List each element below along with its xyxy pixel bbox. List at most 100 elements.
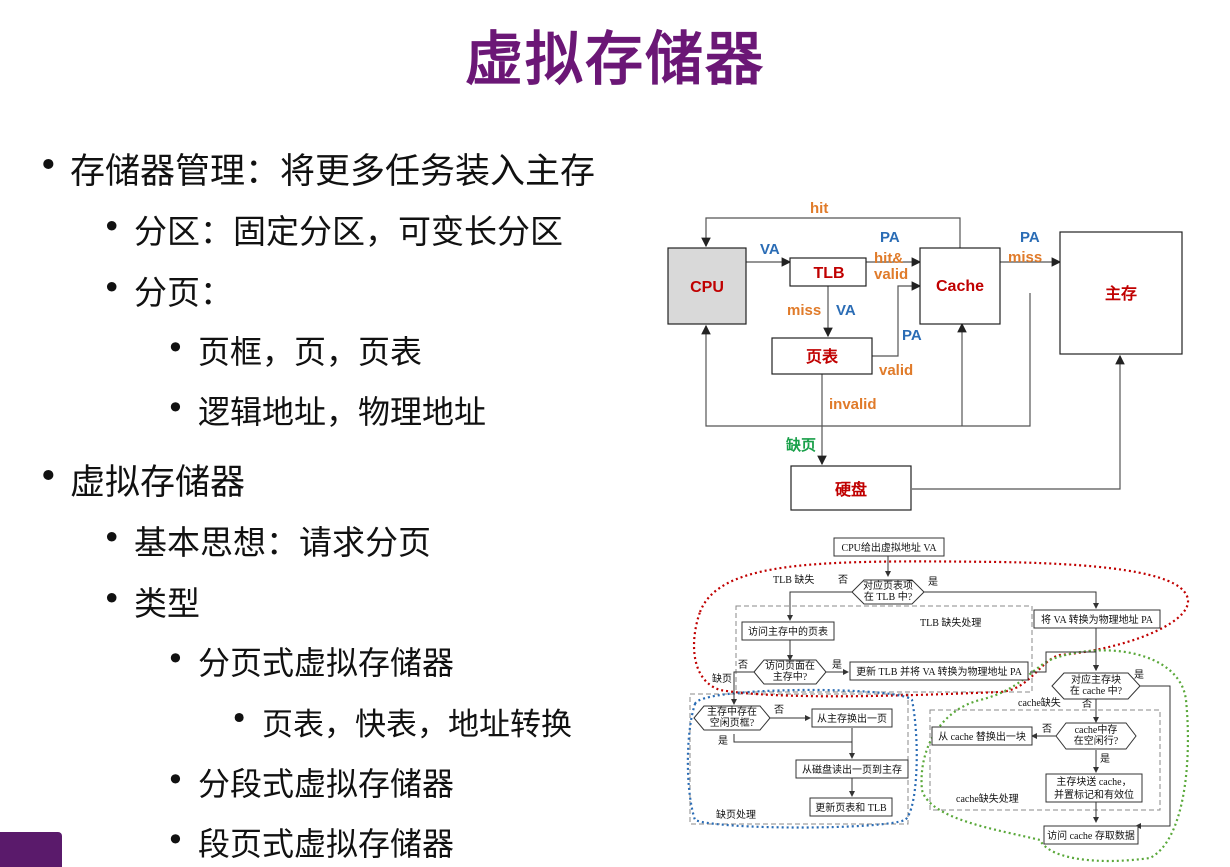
red-outline — [692, 560, 1190, 698]
bullet-dot: • — [38, 457, 59, 497]
no-label-3: 否 — [774, 704, 784, 716]
page-fault-label: 缺页 — [785, 436, 816, 454]
hit-valid-label-2: valid — [874, 266, 908, 283]
visit-pt-box — [741, 621, 835, 641]
access-box — [1043, 825, 1139, 845]
va-label-2: VA — [836, 302, 856, 319]
university-logo — [0, 832, 62, 867]
update-pt-box — [809, 797, 893, 817]
bullet-item: 分段式虚拟存储器 — [198, 765, 455, 803]
yes-label: 是 — [928, 576, 938, 588]
tlb-handle-label: TLB 缺失处理 — [920, 616, 981, 629]
swap-out-box — [811, 708, 893, 728]
cache-label: Cache — [936, 278, 984, 295]
cache-replace-text: 从 cache 替换出一块 — [938, 730, 1026, 743]
bullet-item: 逻辑地址，物理地址 — [198, 393, 487, 431]
fault-handle-group — [689, 693, 909, 825]
cache-miss-label: cache缺失 — [1018, 696, 1061, 709]
disk-label: 硬盘 — [835, 480, 867, 499]
yes-label-2: 是 — [832, 659, 842, 671]
page-table-box — [771, 337, 873, 375]
bullet-item: 类型 — [134, 584, 200, 623]
va-label: VA — [760, 241, 780, 258]
decision-page-text-2: 主存中? — [773, 670, 808, 683]
cpu-box — [667, 247, 747, 325]
cache-handle-group — [929, 709, 1161, 811]
yes-label-3: 是 — [718, 735, 728, 747]
decision-tlb — [851, 579, 925, 605]
bullet-item: 分页： — [134, 273, 233, 312]
pa-label-3: PA — [902, 327, 922, 344]
bullet-item: 基本思想：请求分页 — [134, 523, 431, 562]
main-memory-box — [1059, 231, 1183, 355]
cache-handle-label: cache缺失处理 — [956, 792, 1019, 805]
hit-label: hit — [810, 200, 828, 217]
bullet-item: 页表，快表，地址转换 — [262, 707, 572, 743]
bullet-dot: • — [102, 207, 122, 246]
cpu-label: CPU — [690, 279, 724, 296]
bullet-dot: • — [230, 701, 249, 737]
send-block-text-2: 并置标记和有效位 — [1054, 788, 1134, 801]
tlb-label: TLB — [813, 265, 844, 282]
read-disk-box — [795, 759, 909, 779]
pa-label: PA — [880, 229, 900, 246]
update-tlb-text: 更新 TLB 并将 VA 转换为物理地址 PA — [856, 665, 1023, 678]
decision-line-text: cache中存 — [1075, 723, 1118, 736]
hit-valid-label: hit& — [874, 250, 903, 267]
update-pt-text: 更新页表和 TLB — [815, 801, 887, 814]
send-block-text: 主存块送 cache， — [1056, 775, 1131, 788]
decision-tlb-text: 对应页表项 — [863, 579, 913, 592]
no-label: 否 — [838, 574, 848, 586]
yes-label-5: 是 — [1100, 753, 1110, 765]
access-text: 访问 cache 存取数据 — [1047, 829, 1135, 842]
fault-label: 缺页 — [712, 672, 732, 685]
update-tlb-box — [849, 661, 1029, 681]
valid-label: valid — [879, 362, 913, 379]
bullet-dot: • — [102, 518, 122, 557]
no-label-4: 否 — [1082, 698, 1092, 710]
miss-label-2: miss — [787, 302, 821, 319]
bullet-item: 段页式虚拟存储器 — [198, 825, 455, 863]
tlb-box — [789, 257, 867, 287]
start-text: CPU给出虚拟地址 VA — [841, 541, 937, 554]
decision-cache-text: 对应主存块 — [1071, 673, 1121, 686]
blue-outline — [686, 688, 918, 829]
bullet-item: 虚拟存储器 — [70, 463, 246, 503]
bullet-item: 分页式虚拟存储器 — [198, 644, 455, 682]
bullet-dot: • — [38, 146, 59, 186]
read-disk-text: 从磁盘读出一页到主存 — [802, 763, 902, 776]
bullet-dot: • — [102, 579, 122, 618]
swap-out-text: 从主存换出一页 — [817, 712, 887, 725]
decision-line — [1055, 722, 1137, 750]
tlb-handle-group — [735, 605, 1033, 693]
tlb-miss-label: TLB 缺失 — [773, 573, 814, 586]
bullet-dot: • — [166, 821, 185, 859]
translate-text: 将 VA 转换为物理地址 PA — [1041, 613, 1154, 626]
bullet-item: 页框，页，页表 — [198, 333, 423, 371]
bullet-dot: • — [166, 640, 185, 678]
bullet-item: 分区：固定分区，可变长分区 — [134, 212, 563, 251]
green-outline — [920, 649, 1190, 863]
visit-pt-text: 访问主存中的页表 — [748, 625, 828, 638]
bullet-dot: • — [166, 761, 185, 799]
decision-frame-text: 主存中存在 — [707, 705, 757, 718]
no-label-2: 否 — [738, 659, 748, 671]
decision-page — [753, 659, 827, 685]
start-box — [833, 537, 945, 557]
decision-tlb-text-2: 在 TLB 中? — [864, 590, 913, 603]
invalid-label: invalid — [829, 396, 877, 413]
miss-label: miss — [1008, 249, 1042, 266]
cache-replace-box — [931, 726, 1033, 746]
no-label-5: 否 — [1042, 723, 1052, 735]
decision-cache-text-2: 在 cache 中? — [1070, 684, 1123, 697]
fault-handle-label: 缺页处理 — [716, 808, 756, 821]
disk-box — [790, 465, 912, 511]
decision-frame — [693, 705, 771, 731]
page-table-label: 页表 — [806, 347, 839, 366]
main-memory-label: 主存 — [1105, 284, 1137, 303]
send-block-box — [1045, 773, 1143, 803]
slide-title: 虚拟存储器 — [464, 25, 765, 93]
decision-cache — [1051, 672, 1141, 700]
